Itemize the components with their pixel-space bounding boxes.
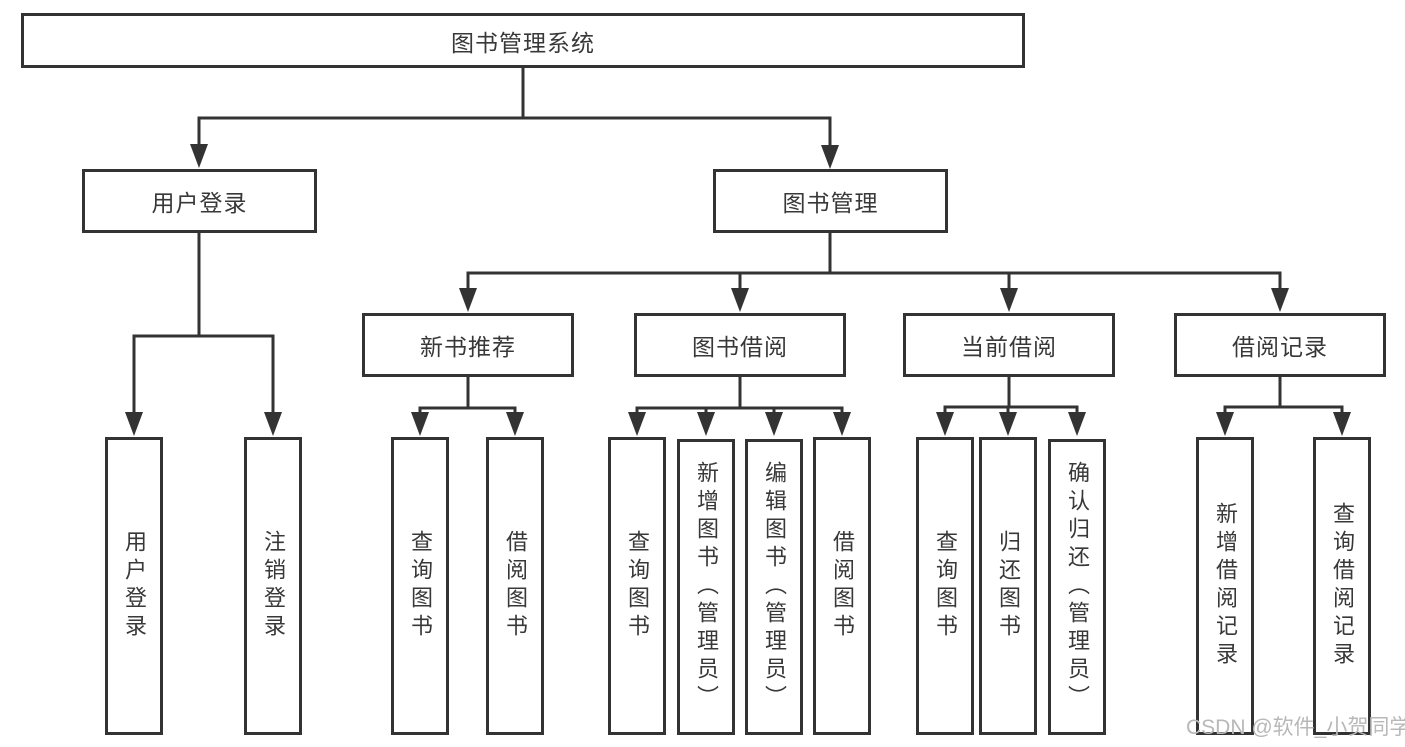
leaf-borrow-book-recommend-label: 借阅图书 (503, 530, 528, 642)
leaf-borrow-book-recommend: 借阅图书 (486, 437, 544, 735)
arrow-to-leaf-return-book (999, 412, 1017, 436)
arrow-to-leaf-user-login (125, 412, 143, 436)
arrow-to-leaf-edit-book (765, 412, 783, 436)
leaf-user-login-label: 用户登录 (122, 530, 147, 642)
leaf-query-book-recommend: 查询图书 (391, 437, 449, 735)
node-user-login: 用户登录 (82, 169, 317, 233)
csdn-watermark: CSDN @软件_小贺同学 (1186, 716, 1405, 739)
leaf-query-book-current-label: 查询图书 (933, 530, 958, 642)
connector-root-split (197, 116, 832, 154)
arrow-to-leaf-borrowbook-1 (506, 412, 524, 436)
leaf-add-book-admin-label: 新增图书（管理员） (694, 461, 719, 713)
arrow-to-leaf-add-book (697, 412, 715, 436)
node-root-system: 图书管理系统 (21, 13, 1025, 68)
node-current-borrow-label: 当前借阅 (961, 334, 1057, 360)
leaf-add-borrow-record-label: 新增借阅记录 (1213, 502, 1238, 670)
arrow-to-leaf-borrowbook-2 (833, 412, 851, 436)
arrow-to-leaf-query-2 (628, 412, 646, 436)
leaf-user-login: 用户登录 (105, 437, 163, 735)
node-borrow-records-label: 借阅记录 (1232, 334, 1328, 360)
leaf-query-book-recommend-label: 查询图书 (408, 530, 433, 642)
node-book-borrow-label: 图书借阅 (692, 334, 788, 360)
arrow-to-leaf-logout (264, 412, 282, 436)
leaf-add-borrow-record: 新增借阅记录 (1196, 437, 1254, 735)
leaf-return-book-label: 归还图书 (996, 530, 1021, 642)
connector-userlogin-split (132, 334, 275, 420)
leaf-borrow-book-label: 借阅图书 (830, 530, 855, 642)
leaf-logout-label: 注销登录 (261, 530, 286, 642)
leaf-add-book-admin: 新增图书（管理员） (677, 439, 735, 735)
leaf-query-book-current: 查询图书 (916, 437, 974, 735)
arrow-to-leaf-query-1 (411, 412, 429, 436)
arrow-to-new-book (459, 288, 477, 312)
arrowheads (125, 144, 1351, 436)
connector-borrow-split (635, 406, 844, 420)
node-current-borrow: 当前借阅 (903, 313, 1115, 377)
arrow-to-book-borrow (731, 288, 749, 312)
connector-newbook-split (418, 406, 517, 420)
leaf-query-borrow-record: 查询借阅记录 (1313, 437, 1371, 735)
arrow-to-book-mgmt (821, 145, 839, 169)
node-new-book-recommend-label: 新书推荐 (420, 334, 516, 360)
connector-bookmgmt-split (466, 271, 1282, 296)
node-root-system-label: 图书管理系统 (451, 29, 595, 56)
leaf-edit-book-admin-label: 编辑图书（管理员） (762, 461, 787, 713)
arrow-to-leaf-query-3 (936, 412, 954, 436)
node-book-management: 图书管理 (713, 169, 948, 233)
leaf-logout: 注销登录 (244, 437, 302, 735)
node-borrow-records: 借阅记录 (1174, 313, 1386, 377)
leaf-return-book: 归还图书 (979, 437, 1037, 735)
arrow-to-borrow-records (1271, 288, 1289, 312)
node-new-book-recommend: 新书推荐 (362, 313, 574, 377)
arrow-to-user-login (190, 144, 208, 168)
connector-records-split (1223, 405, 1344, 420)
leaf-query-borrow-record-label: 查询借阅记录 (1330, 502, 1355, 670)
node-user-login-label: 用户登录 (151, 190, 248, 216)
node-book-borrow: 图书借阅 (634, 313, 846, 377)
node-book-management-label: 图书管理 (782, 190, 879, 216)
arrow-to-leaf-query-record (1333, 412, 1351, 436)
leaf-query-book-borrow: 查询图书 (608, 437, 666, 735)
leaf-edit-book-admin: 编辑图书（管理员） (745, 439, 803, 735)
arrow-to-leaf-confirm-return (1068, 412, 1086, 436)
leaf-confirm-return-admin: 确认归还（管理员） (1048, 439, 1106, 735)
leaf-confirm-return-admin-label: 确认归还（管理员） (1065, 461, 1090, 713)
arrow-to-current-borrow (1000, 288, 1018, 312)
leaf-query-book-borrow-label: 查询图书 (625, 530, 650, 642)
leaf-borrow-book: 借阅图书 (813, 437, 871, 735)
arrow-to-leaf-add-record (1216, 412, 1234, 436)
